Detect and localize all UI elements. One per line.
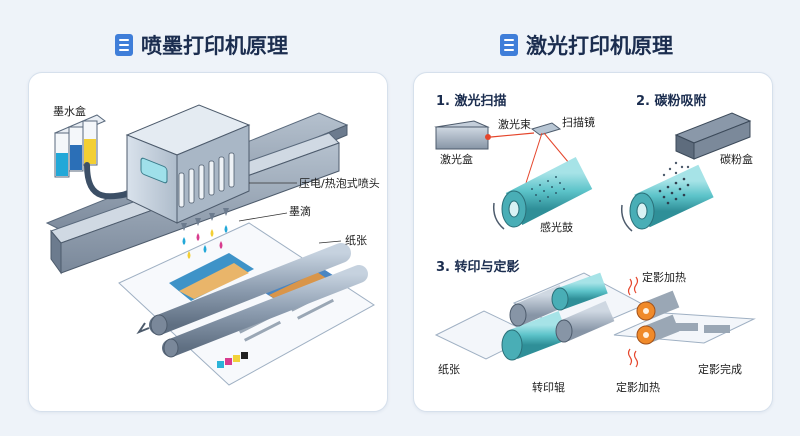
laser-title: 激光打印机原理 bbox=[526, 34, 673, 58]
paper-leader bbox=[318, 240, 342, 244]
step3-transfer-fusing: 3. 转印与定影 bbox=[434, 259, 756, 394]
paper-label: 纸张 bbox=[345, 234, 367, 247]
inkjet-panel: 墨水盒 压电/热泡式喷头 墨滴 纸张 bbox=[28, 72, 388, 412]
photosensitive-drum bbox=[492, 156, 593, 230]
laser-illustration: 1. 激光扫描 激光盒 激光束 扫描镜 感光鼓 2. 碳粉吸附 bbox=[434, 93, 756, 394]
ink-cartridge-yellow bbox=[82, 114, 106, 166]
document-icon bbox=[500, 34, 518, 56]
inkjet-title: 喷墨打印机原理 bbox=[141, 34, 288, 58]
ink-droplets bbox=[182, 225, 228, 259]
toner-drum bbox=[620, 164, 714, 232]
drum-label: 感光鼓 bbox=[540, 220, 573, 234]
toner-box bbox=[674, 112, 752, 160]
inkjet-illustration: 墨水盒 压电/热泡式喷头 墨滴 纸张 bbox=[45, 104, 380, 386]
laser-heading: 激光打印机原理 bbox=[500, 30, 673, 60]
laser-beam bbox=[490, 132, 535, 138]
scan-mirror-label: 扫描镜 bbox=[562, 115, 595, 129]
ink-cartridges bbox=[54, 114, 106, 178]
fusing-done-label: 定影完成 bbox=[698, 362, 742, 376]
laser-box-label: 激光盒 bbox=[440, 152, 473, 166]
step3-title: 3. 转印与定影 bbox=[436, 259, 520, 275]
scan-beam-left bbox=[525, 132, 543, 184]
fuser-rollers bbox=[627, 276, 680, 368]
fuser-heat-bottom-label: 定影加热 bbox=[616, 380, 660, 394]
laser-box bbox=[434, 120, 491, 150]
color-test-strip bbox=[217, 352, 248, 368]
fuser-heat-top-label: 定影加热 bbox=[642, 270, 686, 284]
heat-waves bbox=[627, 276, 639, 368]
printhead-label: 压电/热泡式喷头 bbox=[299, 176, 380, 190]
inkjet-heading: 喷墨打印机原理 bbox=[115, 30, 288, 60]
document-icon bbox=[115, 34, 133, 56]
step1-title: 1. 激光扫描 bbox=[436, 93, 507, 109]
step2-toner-adhesion: 2. 碳粉吸附 碳粉盒 bbox=[620, 93, 753, 232]
print-head bbox=[125, 104, 251, 231]
scan-mirror bbox=[530, 122, 562, 136]
laser-panel: 1. 激光扫描 激光盒 激光束 扫描镜 感光鼓 2. 碳粉吸附 bbox=[413, 72, 773, 412]
paper-rollers bbox=[136, 243, 368, 358]
droplet-label: 墨滴 bbox=[289, 204, 311, 218]
step2-title: 2. 碳粉吸附 bbox=[636, 93, 707, 109]
transfer-roller-label: 转印辊 bbox=[532, 380, 565, 394]
step1-laser-scanning: 1. 激光扫描 激光盒 激光束 扫描镜 感光鼓 bbox=[434, 93, 595, 234]
laser-beam-label: 激光束 bbox=[498, 117, 531, 131]
ink-box-label: 墨水盒 bbox=[53, 104, 86, 118]
droplet-leader bbox=[238, 212, 288, 222]
paper-label-laser: 纸张 bbox=[438, 363, 460, 376]
transfer-rollers bbox=[501, 272, 615, 361]
toner-box-label: 碳粉盒 bbox=[720, 152, 753, 166]
